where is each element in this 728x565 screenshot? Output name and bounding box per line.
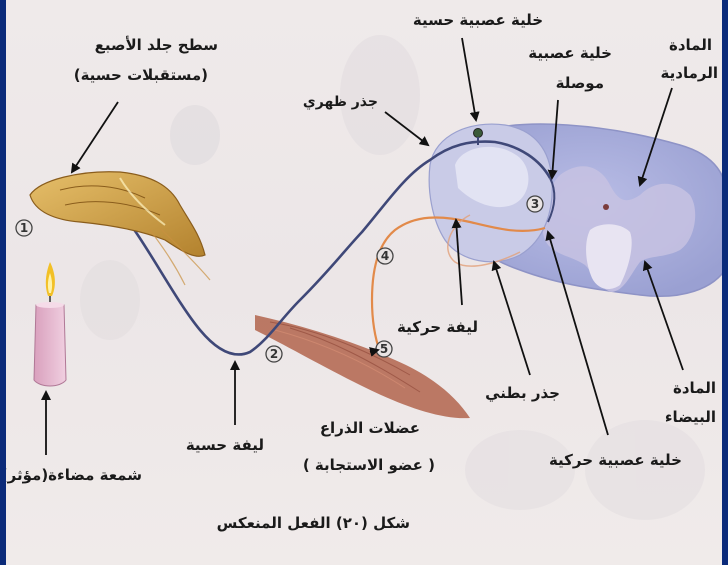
label-motor-fiber: ليفة حركية <box>397 318 478 336</box>
label-response-organ: ( عضو الاستجابة ) <box>303 456 435 474</box>
label-ventral-root: جذر بطني <box>485 384 560 402</box>
svg-text:5: 5 <box>380 342 388 356</box>
left-frame-border <box>0 0 6 565</box>
label-arm-muscles: عضلات الذراع <box>320 419 420 437</box>
label-sensory-fiber: ليفة حسية <box>186 436 264 454</box>
central-canal <box>603 204 609 210</box>
label-motor-neuron: خلية عصبية حركية <box>549 451 682 469</box>
arrow-ventral-root <box>494 262 530 375</box>
label-sensory-receptors: (مستقبلات حسية) <box>74 66 208 84</box>
svg-text:2: 2 <box>270 347 278 361</box>
marker-4: 4 <box>377 248 393 264</box>
marker-2: 2 <box>266 346 282 362</box>
arrow-sensory-neuron <box>462 38 476 120</box>
svg-text:1: 1 <box>20 221 28 235</box>
svg-text:4: 4 <box>381 249 389 263</box>
marker-3: 3 <box>527 196 543 212</box>
right-frame-border <box>722 0 728 565</box>
label-grey-matter-2: الرمادية <box>661 64 718 82</box>
svg-text:3: 3 <box>531 197 539 211</box>
label-grey-matter-1: المادة <box>669 36 712 54</box>
label-white-matter-1: المادة <box>673 379 716 397</box>
candle-body <box>34 305 66 386</box>
label-sensory-neuron: خلية عصبية حسية <box>413 11 543 29</box>
label-interneuron-2: موصلة <box>556 74 604 92</box>
label-interneuron-1: خلية عصبية <box>528 44 612 62</box>
candle-illustration <box>34 262 66 386</box>
sensory-cell-body <box>474 129 483 138</box>
arrow-finger-surface <box>72 102 118 172</box>
label-white-matter-2: البيضاء <box>665 408 716 426</box>
marker-1: 1 <box>16 220 32 236</box>
label-finger-surface: سطح جلد الأصبع <box>95 36 218 54</box>
label-candle: شمعة مضاءة(مؤثر) <box>1 466 142 484</box>
figure-caption: شكل (٢٠) الفعل المنعكس <box>217 514 410 532</box>
marker-5: 5 <box>376 341 392 357</box>
spinal-cord-section <box>429 124 728 296</box>
label-dorsal-root: جذر ظهري <box>303 94 378 111</box>
